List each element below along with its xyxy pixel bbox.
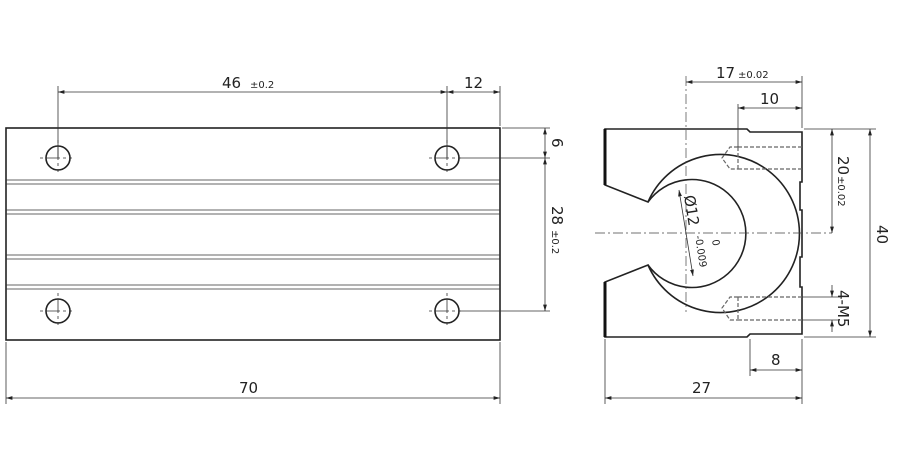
- dim-46: 46: [222, 74, 241, 92]
- dim-20: 20: [834, 156, 852, 175]
- threaded-holes: [721, 146, 802, 321]
- dim-4-m5: 4-M5: [834, 290, 852, 327]
- dim-10: 10: [760, 90, 779, 108]
- front-dimensions: [5, 86, 550, 404]
- front-view: 46 ±0.2 12 6 28 ±0.2 70: [5, 74, 566, 404]
- dim-40: 40: [873, 225, 891, 244]
- dim-8: 8: [771, 351, 781, 369]
- side-outline: [604, 128, 803, 338]
- dim-28: 28: [548, 206, 566, 225]
- dim-6: 6: [548, 138, 566, 148]
- dim-70: 70: [239, 379, 258, 397]
- side-dimensions: [604, 76, 876, 404]
- side-view: 17 ±0.02 10 20 ±0.02 40 4-M5 Ø12 0 -0.00…: [595, 64, 891, 404]
- dim-12: 12: [464, 74, 483, 92]
- dim-bore: Ø12: [680, 194, 703, 227]
- dim-27: 27: [692, 379, 711, 397]
- dim-28-tol: ±0.2: [549, 230, 560, 254]
- dim-20-tol: ±0.02: [835, 176, 846, 207]
- bore-arc: [647, 178, 747, 289]
- dim-bore-tol-lower: -0.009: [692, 235, 708, 269]
- block-outline: [5, 127, 501, 341]
- dim-46-tol: ±0.2: [250, 80, 274, 91]
- grooves: [6, 179, 500, 290]
- mounting-holes: [40, 140, 465, 329]
- dim-17: 17: [716, 64, 735, 82]
- dim-17-tol: ±0.02: [738, 70, 769, 81]
- dim-bore-tol-upper: 0: [709, 239, 721, 247]
